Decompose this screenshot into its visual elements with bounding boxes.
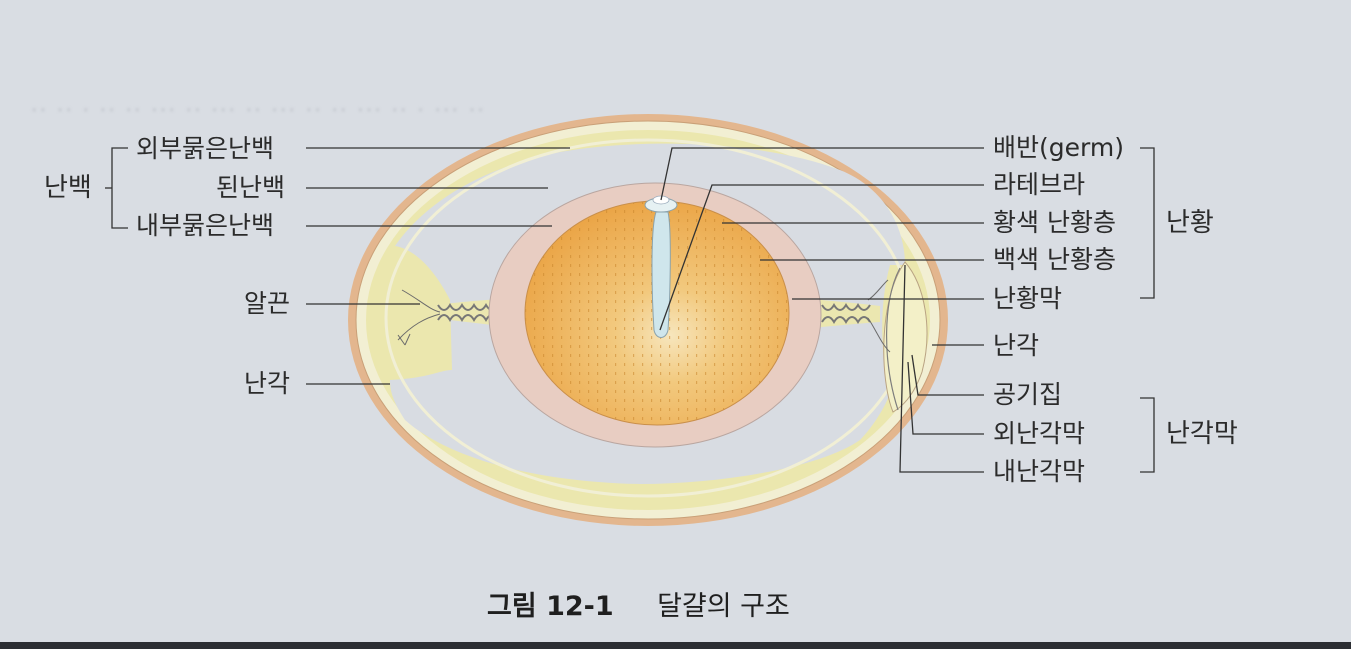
inner-thin-albumen-label: 내부묽은난백 xyxy=(136,211,275,240)
figure-caption: 그림 12-1 달걀의 구조 xyxy=(487,584,790,623)
yellow-yolk-layer-label: 황색 난황층 xyxy=(993,208,1116,237)
leader-lines-right xyxy=(659,147,1155,473)
bleed-through-text: ·· ·· · ·· ·· ··· ·· ··· ·· ··· ·· ·· ··… xyxy=(30,95,485,126)
yolk-group-label: 난황 xyxy=(1166,208,1214,238)
outer-shell-membrane-label: 외난각막 xyxy=(993,419,1086,448)
albumen-group-label: 난백 xyxy=(44,173,92,203)
thick-albumen-label: 된난백 xyxy=(216,173,286,202)
latebra-label: 라테브라 xyxy=(993,170,1086,199)
latebra xyxy=(651,211,671,338)
outer-thin-albumen-label: 외부묽은난백 xyxy=(136,134,275,163)
shell-label-left: 난각 xyxy=(244,369,291,398)
chalaza-label: 알끈 xyxy=(244,289,291,318)
inner-shell-membrane-label: 내난각막 xyxy=(993,457,1086,486)
leader-lines-left xyxy=(105,147,570,385)
figure-title: 달걀의 구조 xyxy=(657,591,790,622)
membrane-group-label: 난각막 xyxy=(1166,419,1238,449)
vitelline-membrane-label: 난황막 xyxy=(993,284,1063,313)
white-yolk-layer-label: 백색 난황층 xyxy=(993,245,1116,274)
shell-label-right: 난각 xyxy=(993,331,1040,360)
air-cell-label: 공기집 xyxy=(993,380,1063,409)
germinal-disc-label: 배반(germ) xyxy=(993,133,1124,162)
figure-number: 그림 12-1 xyxy=(487,591,614,622)
page-edge-shadow xyxy=(0,642,1351,649)
